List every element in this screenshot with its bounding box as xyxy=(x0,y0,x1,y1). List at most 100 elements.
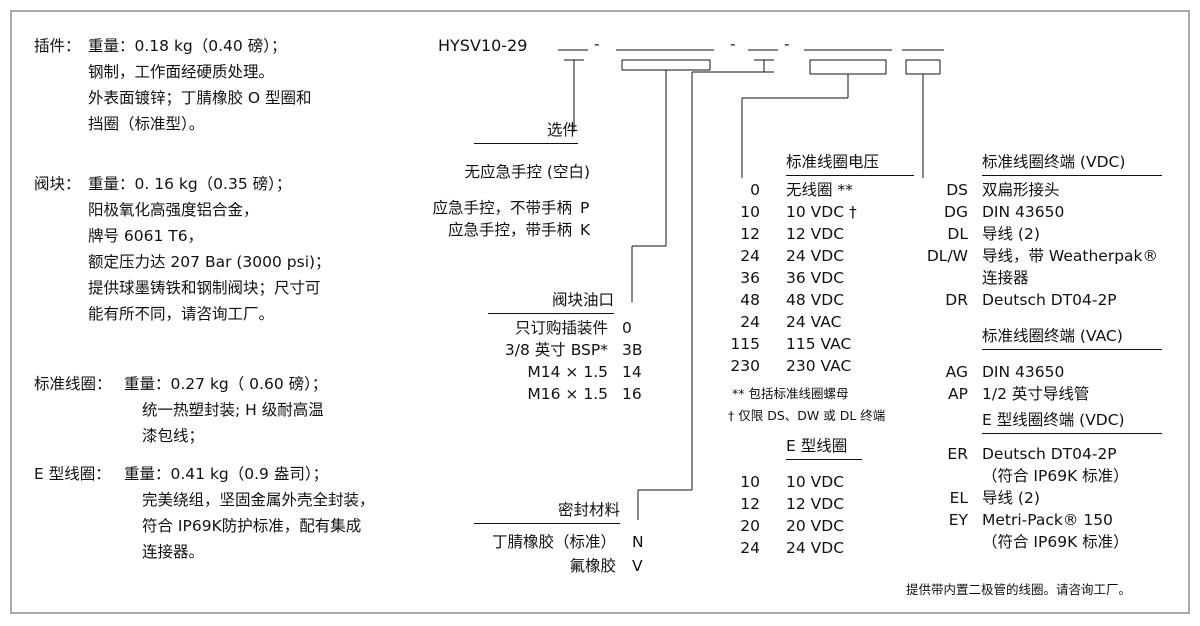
ports-title: 阀块油口 xyxy=(488,290,614,314)
term-e-code: EY xyxy=(948,511,968,529)
options-title: 选件 xyxy=(474,120,578,144)
term-vdc-label: 导线 (2) xyxy=(982,225,1040,243)
std-voltage-label: 115 VAC xyxy=(786,335,852,353)
std-voltage-label: 12 VDC xyxy=(786,225,845,243)
option-code: K xyxy=(580,221,591,239)
term-vac-label: DIN 43650 xyxy=(982,363,1065,381)
term-e-label: （符合 IP69K 标准） xyxy=(982,467,1129,485)
term-vdc-code: DL/W xyxy=(926,247,968,265)
model-code: HYSV10-29 xyxy=(438,36,528,55)
e-voltage-title: E 型线圈 xyxy=(786,436,862,460)
spec-line: 额定压力达 207 Bar (3000 psi)； xyxy=(88,253,331,271)
e-voltage-code: 10 xyxy=(740,473,760,491)
e-voltage-label: 24 VDC xyxy=(786,539,845,557)
option-label: 无应急手控 (空白) xyxy=(464,163,590,181)
port-code: 16 xyxy=(622,385,642,403)
port-code: 3B xyxy=(622,341,643,359)
std-voltage-label: 24 VDC xyxy=(786,247,845,265)
port-label: M16 × 1.5 xyxy=(527,385,608,403)
std-voltage-code: 24 xyxy=(740,247,760,265)
spec-line: 连接器。 xyxy=(142,543,205,561)
std-voltage-label: 10 VDC † xyxy=(786,203,857,221)
term-e-code: ER xyxy=(947,445,968,463)
spec-line: 提供球墨铸铁和钢制阀块；尺寸可 xyxy=(88,279,321,297)
spec-line: 牌号 6061 T6， xyxy=(88,227,204,245)
std-voltage-note: † 仅限 DS、DW 或 DL 终端 xyxy=(728,408,886,423)
term-vdc-code: DL xyxy=(947,225,968,243)
seal-label: 丁腈橡胶（标准） xyxy=(491,533,616,551)
model-dash: - xyxy=(784,35,790,53)
std-voltage-label: 48 VDC xyxy=(786,291,845,309)
spec-line: 外表面镀锌；丁腈橡胶 O 型圈和 xyxy=(88,89,312,107)
spec-line: 阳极氧化高强度铝合金， xyxy=(88,201,259,219)
seal-code: V xyxy=(632,557,643,575)
port-label: M14 × 1.5 xyxy=(527,363,608,381)
term-vdc-label: 双扁形接头 xyxy=(982,181,1060,199)
std-voltage-note: ** 包括标准线圈螺母 xyxy=(732,386,849,401)
term-vac-label: 1/2 英寸导线管 xyxy=(982,385,1090,403)
ordering-code-connector-lines xyxy=(558,49,944,520)
e-voltage-label: 20 VDC xyxy=(786,517,845,535)
option-code: P xyxy=(580,199,590,217)
e-voltage-code: 24 xyxy=(740,539,760,557)
term-vdc-label: Deutsch DT04-2P xyxy=(982,291,1117,309)
seal-label: 氟橡胶 xyxy=(569,557,616,575)
term-e-label: Metri-Pack® 150 xyxy=(982,511,1113,529)
term-e-label: （符合 IP69K 标准） xyxy=(982,533,1129,551)
std-voltage-code: 48 xyxy=(740,291,760,309)
term-e-label: Deutsch DT04-2P xyxy=(982,445,1117,463)
std-voltage-code: 230 xyxy=(730,357,760,375)
spec-line: 漆包线； xyxy=(142,427,205,445)
term-vdc-title: 标准线圈终端 (VDC) xyxy=(982,152,1162,176)
port-label: 3/8 英寸 BSP* xyxy=(504,341,608,359)
spec-line: 重量：0.27 kg（ 0.60 磅）； xyxy=(124,375,328,393)
spec-line: 挡圈（标准型）。 xyxy=(88,115,205,133)
std-voltage-code: 0 xyxy=(750,181,760,199)
term-vdc-label: DIN 43650 xyxy=(982,203,1065,221)
std-voltage-code: 12 xyxy=(740,225,760,243)
spec-line: 钢制，工作面经硬质处理。 xyxy=(88,63,275,81)
e-voltage-code: 20 xyxy=(740,517,760,535)
std-voltage-code: 115 xyxy=(730,335,760,353)
std-voltage-label: 24 VAC xyxy=(786,313,842,331)
std-voltage-label: 36 VDC xyxy=(786,269,845,287)
spec-section-label: E 型线圈： xyxy=(34,465,111,483)
seal-code: N xyxy=(632,533,644,551)
std-voltage-label: 无线圈 ** xyxy=(786,181,853,199)
std-voltage-title: 标准线圈电压 xyxy=(786,152,914,176)
e-voltage-label: 10 VDC xyxy=(786,473,845,491)
spec-line: 统一热塑封装; H 级耐高温 xyxy=(142,401,324,419)
term-vac-code: AG xyxy=(945,363,968,381)
spec-section-label: 标准线圈： xyxy=(34,375,112,393)
port-code: 14 xyxy=(622,363,642,381)
term-vdc-label: 导线，带 Weatherpak® xyxy=(982,247,1159,265)
spec-sheet: 插件： 重量：0.18 kg（0.40 磅）； 钢制，工作面经硬质处理。外表面镀锌；… xyxy=(10,10,1190,614)
std-voltage-code: 10 xyxy=(740,203,760,221)
spec-section-label: 阀块： xyxy=(34,175,81,193)
spec-line: 重量：0.41 kg（0.9 盎司）； xyxy=(124,465,329,483)
port-code: 0 xyxy=(622,319,632,337)
e-voltage-label: 12 VDC xyxy=(786,495,845,513)
term-e-label: 导线 (2) xyxy=(982,489,1040,507)
term-vac-title: 标准线圈终端 (VAC) xyxy=(982,326,1162,350)
spec-line: 重量：0.18 kg（0.40 磅）； xyxy=(88,37,287,55)
option-label: 应急手控，不带手柄 xyxy=(432,199,572,217)
std-voltage-code: 24 xyxy=(740,313,760,331)
spec-line: 符合 IP69K防护标准，配有集成 xyxy=(142,517,362,535)
port-label: 只订购插装件 xyxy=(514,319,608,337)
e-voltage-code: 12 xyxy=(740,495,760,513)
term-e-code: EL xyxy=(949,489,968,507)
footnote: 提供带内置二极管的线圈。请咨询工厂。 xyxy=(906,582,1132,597)
term-vdc-code: DS xyxy=(946,181,968,199)
term-e-title: E 型线圈终端 (VDC) xyxy=(982,410,1162,434)
model-dash: - xyxy=(594,35,600,53)
std-voltage-code: 36 xyxy=(740,269,760,287)
term-vdc-code: DG xyxy=(944,203,968,221)
spec-line: 能有所不同，请咨询工厂。 xyxy=(88,305,275,323)
term-vdc-code: DR xyxy=(945,291,968,309)
term-vdc-label: 连接器 xyxy=(982,269,1029,287)
model-dash: - xyxy=(730,35,736,53)
spec-line: 完美绕组，坚固金属外壳全封装， xyxy=(142,491,375,509)
term-vac-code: AP xyxy=(948,385,968,403)
spec-section-label: 插件： xyxy=(34,37,81,55)
